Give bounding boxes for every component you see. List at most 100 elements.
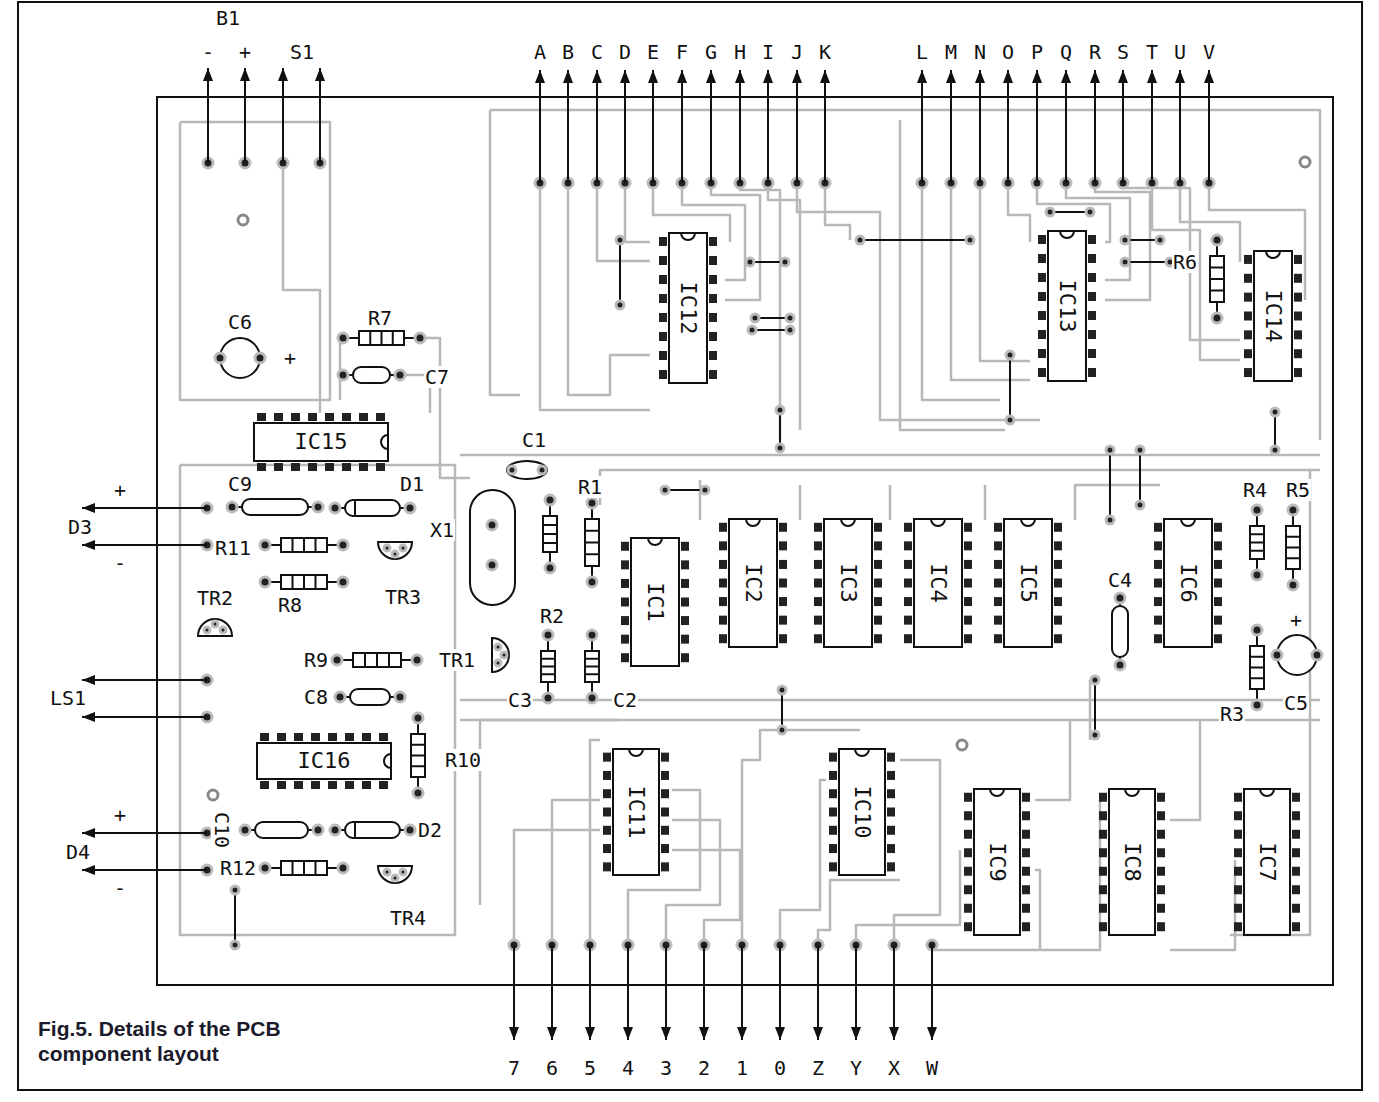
ic-pin — [359, 463, 368, 471]
connection-arrow — [703, 945, 705, 1040]
copper-trace — [780, 780, 826, 945]
solder-pad — [395, 692, 405, 702]
solder-pad — [1046, 208, 1054, 216]
connection-arrow — [767, 70, 769, 183]
ic-pin — [779, 523, 787, 532]
ic-pin — [994, 634, 1002, 643]
ic-pin — [1292, 922, 1300, 931]
ic-notch — [931, 519, 945, 526]
solder-pad — [1106, 446, 1114, 454]
connection-arrow — [82, 869, 207, 871]
ic-pin — [659, 351, 667, 360]
resistor-band — [541, 666, 555, 668]
connection-arrow — [893, 945, 895, 1040]
solder-pad — [1091, 676, 1099, 684]
resistor-band — [585, 530, 599, 532]
wire-link — [1009, 355, 1011, 420]
solder-pad — [1272, 650, 1282, 660]
capacitor-symbol — [255, 822, 308, 838]
arrow-head — [1003, 70, 1013, 83]
connection-arrow — [551, 945, 553, 1040]
ic-pin — [345, 781, 354, 789]
resistor-band — [411, 765, 425, 767]
arrow-head — [677, 70, 687, 83]
ic-pin — [874, 616, 882, 625]
copper-trace — [283, 163, 320, 413]
ic-pin — [994, 523, 1002, 532]
ic-notch — [381, 435, 388, 449]
copper-trace — [672, 850, 740, 945]
arrow-head — [82, 540, 95, 550]
ic-pin — [1244, 330, 1252, 339]
ic-pin — [904, 616, 912, 625]
ic-pin — [964, 885, 972, 894]
connection-arrow — [319, 68, 321, 163]
wire-link — [752, 329, 790, 331]
ic-pin — [874, 597, 882, 606]
ic-pin — [829, 753, 837, 762]
ic-pin — [1244, 293, 1252, 302]
copper-trace — [666, 820, 720, 945]
part-label: 5 — [583, 1057, 597, 1079]
ic-pin — [829, 826, 837, 835]
copper-trace — [1035, 870, 1040, 950]
solder-pad — [400, 869, 406, 875]
connection-arrow — [824, 70, 826, 183]
part-label: C3 — [507, 689, 533, 711]
diode-band — [354, 500, 356, 516]
ic-pin — [779, 597, 787, 606]
arrow-head — [82, 712, 95, 722]
ic-pin — [342, 413, 351, 421]
connection-arrow — [979, 70, 981, 183]
ic-package: IC10 — [838, 748, 886, 876]
connection-arrow — [817, 945, 819, 1040]
ic-pin — [659, 237, 667, 246]
resistor-symbol — [585, 519, 599, 566]
ic-pin — [1294, 274, 1302, 283]
solder-pad — [405, 825, 415, 835]
ic-pin — [1088, 330, 1096, 339]
resistor-band — [315, 861, 317, 875]
copper-trace — [514, 830, 600, 945]
resistor-band — [1210, 267, 1224, 269]
resistor-symbol — [1250, 526, 1264, 559]
ic-pin — [1038, 311, 1046, 320]
wire-link — [779, 410, 781, 448]
ic-package: IC7 — [1243, 788, 1291, 936]
ic-pin — [1088, 311, 1096, 320]
ic-pin — [621, 598, 629, 607]
part-label: T — [1145, 41, 1159, 63]
ic-pin — [814, 523, 822, 532]
solder-pad — [338, 540, 348, 550]
part-label: J — [790, 41, 804, 63]
ic-pin — [1244, 368, 1252, 377]
solder-pad — [587, 577, 597, 587]
part-label: I — [761, 41, 775, 63]
ic-pin — [1214, 541, 1222, 550]
ic-pin — [994, 541, 1002, 550]
ic-label: IC5 — [1016, 562, 1040, 604]
ic-pin — [294, 733, 303, 741]
ic-label: IC15 — [294, 430, 349, 454]
ic-pin — [1234, 830, 1242, 839]
arrow-head — [82, 828, 95, 838]
ic-pin — [779, 579, 787, 588]
ic-pin — [709, 237, 717, 246]
ic-package: IC8 — [1108, 788, 1156, 936]
ic-pin — [829, 808, 837, 817]
ic-pin — [311, 733, 320, 741]
ic-pin — [814, 541, 822, 550]
ic-label: IC10 — [850, 785, 874, 840]
ic-pin — [277, 733, 286, 741]
resistor-band — [1250, 677, 1264, 679]
ic-pin — [709, 294, 717, 303]
part-label: P — [1030, 41, 1044, 63]
solder-pad — [212, 621, 218, 627]
ic-pin — [603, 789, 611, 798]
ic-pin — [661, 753, 669, 762]
resistor-band — [292, 575, 294, 589]
ic-pin — [345, 733, 354, 741]
part-label: 0 — [773, 1057, 787, 1079]
copper-trace — [740, 183, 780, 440]
arrow-head — [203, 68, 213, 81]
